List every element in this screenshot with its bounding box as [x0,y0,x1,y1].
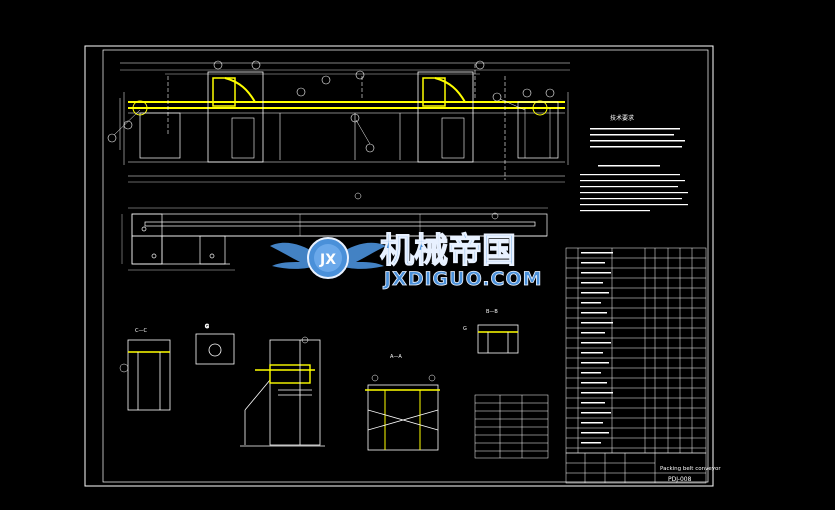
sheet-outer-border [84,45,714,487]
parts-row-text [581,302,601,304]
parts-row-text [581,402,605,404]
section-b-b: B—B G [463,309,519,354]
title-block: Packing belt conveyor PDJ-008 [565,452,721,484]
side-view-drive [240,336,325,447]
parts-row-text [581,322,613,324]
section-label-bb: B—B [486,309,498,315]
note-table [474,394,549,459]
technical-requirements: 技术要求 [580,114,688,212]
sheet-inner-border [102,49,709,483]
parts-row-text [581,282,603,284]
drawing-number: PDJ-008 [668,476,692,483]
watermark-brand-cn: 机械帝国 [380,231,516,271]
section-label-g2: G [463,326,467,332]
watermark-logo: JX [270,237,386,279]
parts-row-text [581,432,609,434]
parts-row-text [581,342,611,344]
parts-row-text [581,272,611,274]
parts-row-text [581,392,613,394]
parts-row-text [581,332,605,334]
parts-row-text [581,372,601,374]
plan-view [121,192,548,271]
section-c-c: C—C [119,328,171,411]
parts-row-text [581,422,603,424]
parts-row-text [581,252,613,254]
section-g-small: G [195,324,235,365]
section-label-cc: C—C [135,328,147,334]
parts-row-text [581,312,607,314]
parts-row-text [581,362,609,364]
section-label-g1: G [205,324,209,330]
parts-row-text [581,352,603,354]
watermark-logo-letters: JX [319,252,336,268]
parts-row-text [581,382,607,384]
parts-row-text [581,412,611,414]
parts-row-text [581,442,601,444]
parts-list-table [565,247,707,454]
section-label-aa: A—A [390,354,402,360]
watermark-brand-url: JXDIGUO.COM [382,268,543,290]
parts-row-text [581,262,605,264]
sheet-title: Packing belt conveyor [660,466,721,472]
parts-row-text [581,292,609,294]
tech-req-title: 技术要求 [610,114,634,122]
section-a-a: A—A [365,354,440,451]
top-elevation-view [107,60,570,183]
